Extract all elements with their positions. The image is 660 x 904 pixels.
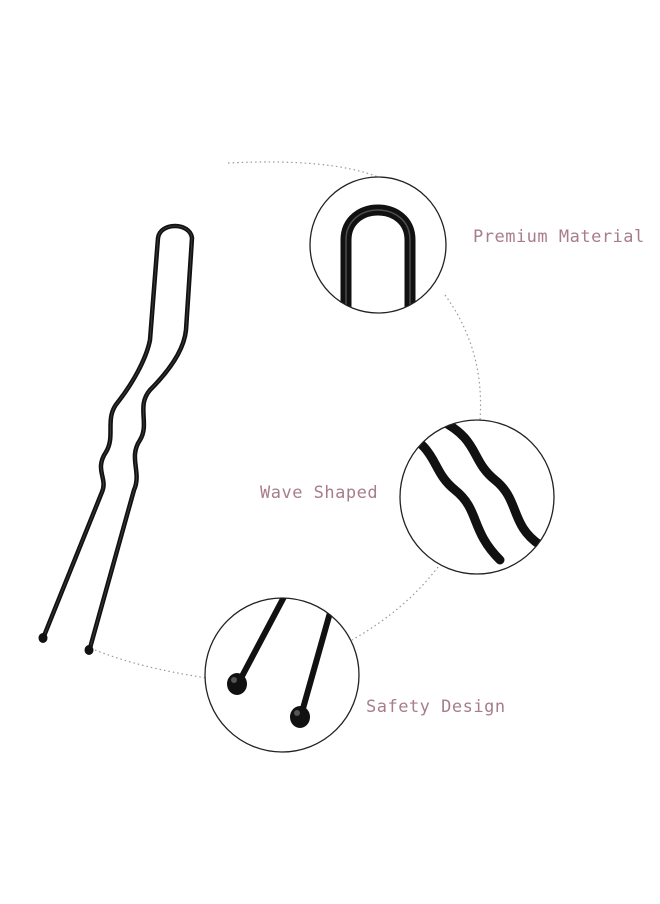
detail-circle-safety xyxy=(204,597,360,753)
dotted-guide-arc xyxy=(444,294,482,421)
pin-tips-closeup-icon xyxy=(227,598,338,728)
feature-label-wave-shaped: Wave Shaped xyxy=(260,483,379,503)
dotted-guide-arc xyxy=(227,161,379,178)
dotted-guide-arc xyxy=(94,649,208,679)
detail-circle-wave xyxy=(399,419,555,575)
hairpin-icon xyxy=(38,223,195,655)
feature-label-premium-material: Premium Material xyxy=(473,227,645,247)
detail-circle-premium xyxy=(309,176,447,314)
dotted-guide-arc xyxy=(351,566,439,641)
pin-bend-closeup-icon xyxy=(340,204,416,313)
feature-label-safety-design: Safety Design xyxy=(366,697,506,717)
pin-wave-closeup-icon xyxy=(400,420,545,565)
